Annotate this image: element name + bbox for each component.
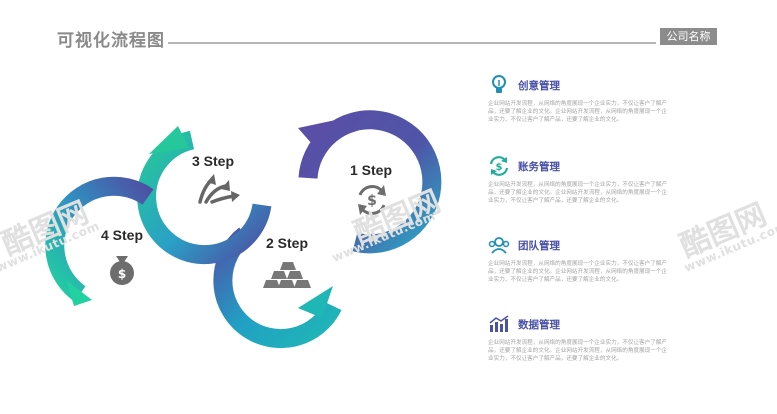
list-item-data: 数据管理 企业网站开发流程，从网络的角度展现一个企业实力，不仅让客户了解产品，还… bbox=[488, 315, 668, 363]
list-item-finance: $ 账务管理 企业网站开发流程，从网络的角度展现一个企业实力，不仅让客户了解产品… bbox=[488, 156, 668, 205]
page-title: 可视化流程图 bbox=[57, 31, 165, 51]
item-title: 账务管理 bbox=[518, 161, 560, 173]
list-item-creative: 创意管理 企业网站开发流程，从网络的角度展现一个企业实力，不仅让客户了解产品，还… bbox=[488, 75, 668, 124]
item-title: 团队管理 bbox=[518, 240, 560, 252]
step-4-ring bbox=[45, 176, 154, 306]
step-3-ring bbox=[137, 126, 272, 265]
svg-text:$: $ bbox=[118, 267, 126, 281]
item-description: 企业网站开发流程，从网络的角度展现一个企业实力，不仅让客户了解产品，还要了解企业… bbox=[488, 261, 668, 284]
dollar-refresh-icon: $ bbox=[358, 185, 386, 215]
money-bag-icon: $ bbox=[110, 256, 134, 285]
company-name-badge: 公司名称 bbox=[660, 28, 717, 45]
bar-chart-icon bbox=[489, 315, 509, 332]
header-divider bbox=[168, 42, 656, 44]
step-2-label: 2 Step bbox=[266, 235, 308, 251]
item-description: 企业网站开发流程，从网络的角度展现一个企业实力，不仅让客户了解产品，还要了解企业… bbox=[488, 101, 668, 124]
item-description: 企业网站开发流程，从网络的角度展现一个企业实力，不仅让客户了解产品，还要了解企业… bbox=[488, 340, 668, 363]
step-4-label: 4 Step bbox=[101, 227, 143, 243]
item-title: 创意管理 bbox=[518, 80, 560, 92]
step-1-ring bbox=[298, 110, 442, 254]
diverging-arrows-icon bbox=[198, 174, 240, 204]
svg-text:$: $ bbox=[496, 162, 503, 173]
list-item-team: 团队管理 企业网站开发流程，从网络的角度展现一个企业实力，不仅让客户了解产品，还… bbox=[488, 236, 668, 284]
step-4-arrowhead bbox=[66, 280, 92, 306]
step-3-label: 3 Step bbox=[192, 153, 234, 169]
lightbulb-icon bbox=[492, 75, 506, 93]
svg-text:$: $ bbox=[367, 193, 377, 209]
dollar-cycle-icon: $ bbox=[489, 156, 509, 176]
team-icon bbox=[488, 237, 510, 254]
step-1-arrowhead bbox=[298, 118, 345, 144]
step-2-arrowhead bbox=[298, 286, 333, 318]
step-3-arrowhead bbox=[149, 126, 189, 154]
item-title: 数据管理 bbox=[518, 319, 560, 331]
step-cycle-diagram: 1 Step 2 Step 3 Step 4 Step $ $ bbox=[45, 110, 442, 349]
item-description: 企业网站开发流程，从网络的角度展现一个企业实力，不仅让客户了解产品，还要了解企业… bbox=[488, 182, 668, 205]
gold-bars-icon bbox=[263, 262, 311, 288]
step-1-label: 1 Step bbox=[350, 162, 392, 178]
